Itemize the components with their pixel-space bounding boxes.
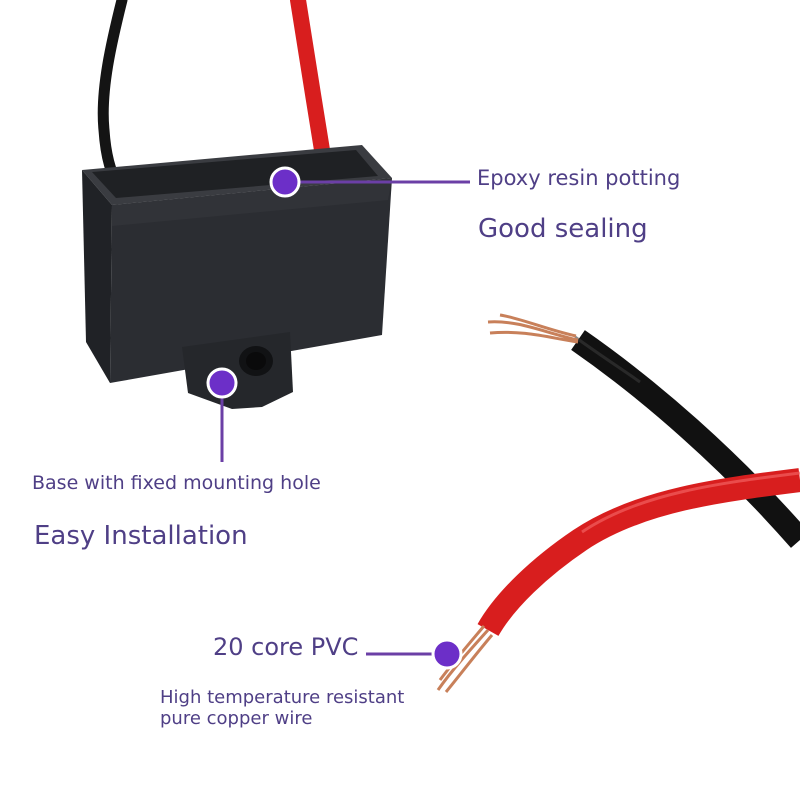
epoxy-callout-title: Epoxy resin potting [477, 166, 681, 190]
capacitor-body [82, 145, 392, 409]
wire-callout-subtitle-line2: pure copper wire [160, 708, 313, 729]
wire-callout-subtitle-line1: High temperature resistant [160, 687, 405, 708]
epoxy-callout-subtitle: Good sealing [478, 214, 648, 244]
black-wire-copper-strands [487, 313, 579, 344]
base-callout-subtitle: Easy Installation [34, 521, 248, 551]
epoxy-callout-dot [269, 166, 301, 198]
base-callout-dot [206, 367, 238, 399]
red-wire-body [477, 468, 800, 637]
black-lead-wire [97, 0, 128, 191]
wire-callout-dot [431, 638, 463, 670]
base-callout-title: Base with fixed mounting hole [32, 472, 321, 494]
red-lead-wire [290, 0, 334, 176]
wire-callout-title: 20 core PVC [213, 633, 359, 661]
